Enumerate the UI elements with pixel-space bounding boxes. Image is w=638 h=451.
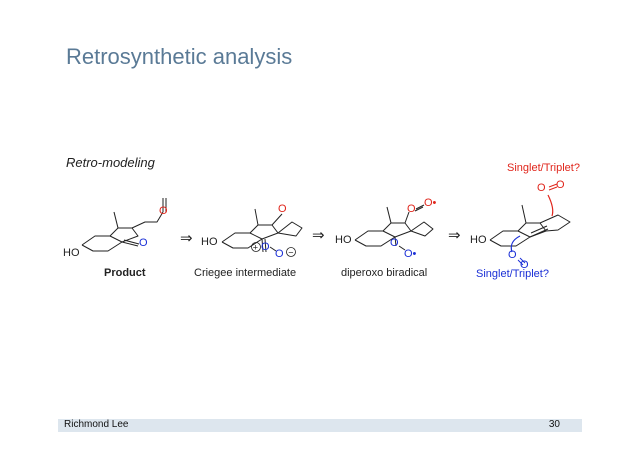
label-biradical: diperoxo biradical	[341, 267, 427, 279]
biradical-oxygen-red-radical: O•	[424, 197, 437, 209]
retro-arrow-1: ⇒	[180, 230, 193, 247]
label-singlet-triplet-top: Singlet/Triplet?	[507, 162, 580, 174]
product-ho-label: HO	[63, 247, 80, 259]
minus-charge-icon	[286, 247, 296, 257]
alkene-structure	[489, 204, 571, 247]
biradical-oxygen-blue-1: O	[390, 237, 399, 249]
criegee-ho-label: HO	[201, 236, 218, 248]
product-oxygen-blue: O	[139, 237, 148, 249]
product-oxygen-red: O	[159, 205, 168, 217]
singlet-oxygen-red-2: O	[556, 179, 565, 191]
footer-author: Richmond Lee	[64, 419, 129, 430]
criegee-oxygen-blue-1: O	[261, 241, 270, 253]
label-criegee: Criegee intermediate	[194, 267, 296, 279]
criegee-structure	[221, 208, 303, 253]
slide-footer: Richmond Lee 30	[58, 419, 582, 432]
product-structure	[81, 198, 167, 252]
biradical-ho-label: HO	[335, 234, 352, 246]
footer-page-number: 30	[548, 419, 560, 430]
biradical-oxygen-blue-radical: O•	[404, 248, 417, 260]
plus-charge-icon	[251, 242, 261, 252]
criegee-oxygen-red: O	[278, 203, 287, 215]
label-singlet-triplet-bottom: Singlet/Triplet?	[476, 268, 549, 280]
singlet-oxygen-red-1: O	[537, 182, 546, 194]
label-product: Product	[104, 267, 146, 279]
alkene-ho-label: HO	[470, 234, 487, 246]
criegee-oxygen-blue-2: O	[275, 248, 284, 260]
retro-arrow-2: ⇒	[312, 227, 325, 244]
singlet-oxygen-blue-1: O	[508, 249, 517, 261]
minus-charge-sign: −	[288, 248, 293, 258]
slide-subtitle: Retro-modeling	[66, 155, 155, 170]
retro-arrow-3: ⇒	[448, 227, 461, 244]
singlet-oxygen-blue-2: O	[520, 259, 529, 271]
biradical-oxygen-red-1: O	[407, 203, 416, 215]
plus-charge-sign: +	[253, 243, 258, 253]
biradical-structure	[354, 204, 434, 251]
slide-title: Retrosynthetic analysis	[66, 44, 293, 69]
